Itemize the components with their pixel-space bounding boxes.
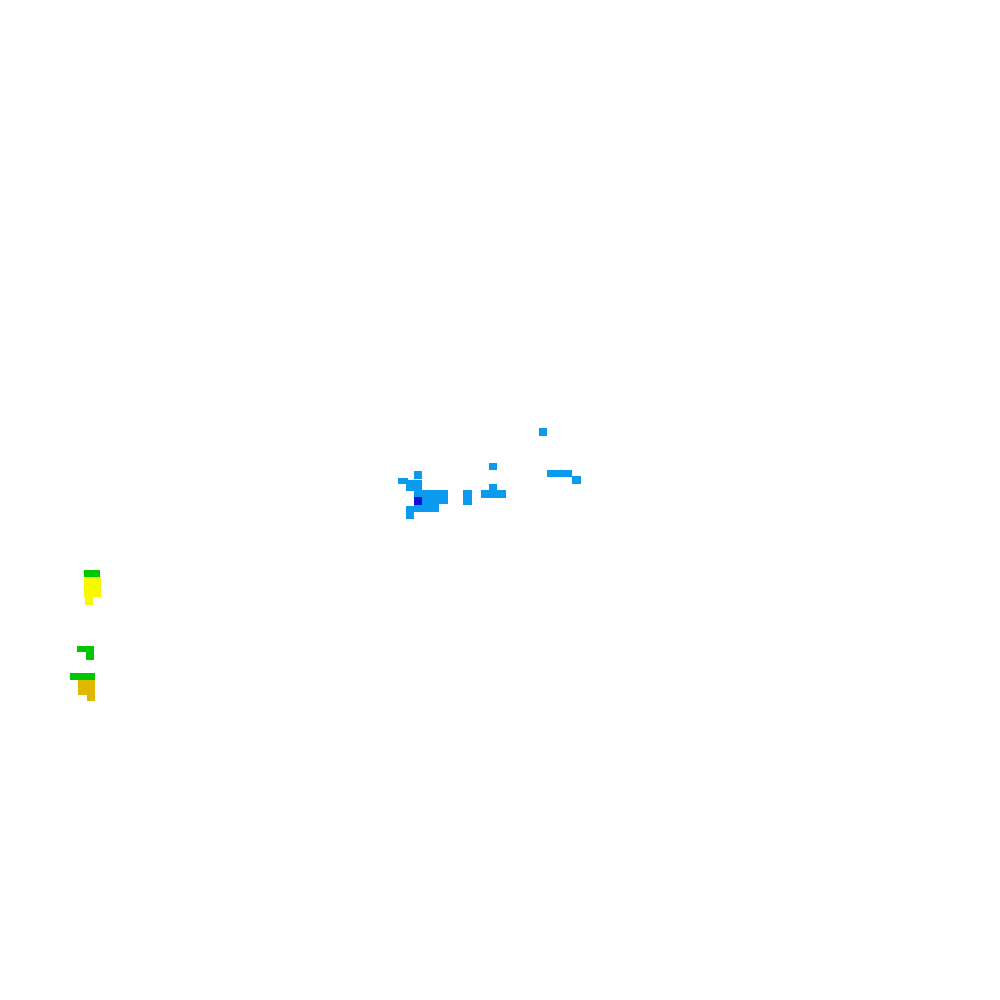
precip-cell-dark-blue [414,497,422,505]
precip-cell-light-blue [463,490,472,505]
precip-cluster-left [70,570,101,701]
precip-cell-light-blue [489,484,497,491]
precip-cell-green [70,673,95,680]
precip-cell-green [86,652,94,660]
precip-cell-light-blue [539,428,547,436]
precip-cell-green [84,570,100,577]
precip-cell-light-blue [547,470,572,477]
precip-cell-light-blue [572,476,581,484]
precip-cell-light-blue [414,490,448,504]
precip-cell-light-blue [414,471,422,479]
precip-cell-gold [87,695,95,701]
precip-cell-gold [78,680,95,695]
precip-cell-light-blue [406,506,414,519]
precip-cell-light-blue [406,480,422,491]
precip-cell-light-blue [481,490,506,498]
precip-cell-light-blue [414,503,439,512]
precip-cell-light-blue [489,463,497,470]
precip-cluster-blue [398,428,581,519]
precip-cell-green [77,646,94,652]
precip-cell-yellow [85,597,93,605]
precip-cell-yellow [84,577,101,597]
precip-cell-light-blue [398,478,408,484]
